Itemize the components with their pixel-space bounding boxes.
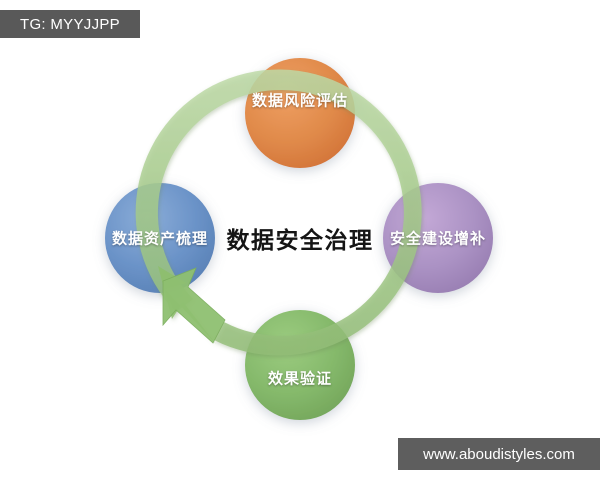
site-watermark-label: www.aboudistyles.com [423,445,575,463]
site-watermark: www.aboudistyles.com [398,438,600,470]
tg-tag-label: TG: MYYJJPP [20,15,120,33]
cycle-arrow-head [162,267,226,344]
tg-tag-badge: TG: MYYJJPP [0,10,140,38]
